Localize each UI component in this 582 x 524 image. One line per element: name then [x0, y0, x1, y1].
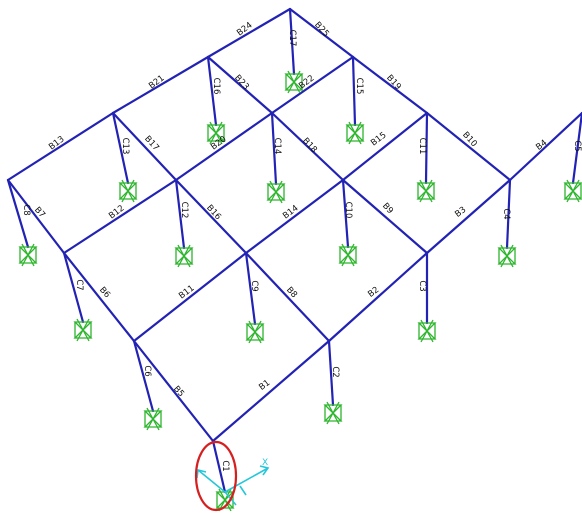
fixed-support-icon: [143, 407, 163, 431]
beam-b10[interactable]: [425, 111, 512, 182]
fixed-support-icon: [417, 319, 437, 343]
column-c7[interactable]: [62, 251, 85, 324]
fixed-support-icon: [266, 180, 286, 204]
beam-b18[interactable]: [270, 111, 345, 182]
beam-label-b21: B21: [147, 73, 166, 91]
beam-b1[interactable]: [211, 339, 331, 443]
beam-label-b19: B19: [384, 73, 403, 92]
y-axis-arrow: [197, 469, 226, 493]
beam-b24[interactable]: [206, 7, 292, 59]
column-c4[interactable]: [505, 178, 512, 250]
fixed-support-icon: [18, 243, 38, 267]
beam-b20[interactable]: [174, 111, 274, 182]
beam-b15[interactable]: [341, 111, 429, 182]
column-label-c16: C16: [211, 78, 221, 95]
beam-b7[interactable]: [6, 178, 66, 255]
column-label-c7: C7: [74, 279, 84, 290]
beam-b16[interactable]: [174, 178, 248, 255]
beam-b19[interactable]: [351, 55, 429, 115]
fixed-support-icon: [323, 401, 343, 425]
column-label-c10: C10: [343, 202, 353, 219]
beam-label-b7: B7: [32, 205, 47, 220]
column-label-c3: C3: [417, 280, 427, 291]
fixed-support-icon: [245, 320, 265, 344]
beam-b23[interactable]: [206, 55, 274, 115]
beam-label-b10: B10: [460, 130, 479, 149]
beams-layer: [6, 7, 582, 443]
x-axis-label: X: [262, 458, 268, 468]
beam-label-b5: B5: [171, 384, 186, 399]
beam-b8[interactable]: [244, 251, 331, 343]
axis-tick-a: [239, 485, 247, 496]
column-label-c17: C17: [287, 30, 297, 47]
column-label-c12: C12: [179, 202, 189, 219]
beam-b11[interactable]: [132, 251, 248, 343]
fixed-support-icon: [345, 121, 365, 145]
column-c12[interactable]: [174, 178, 186, 250]
beam-b12[interactable]: [62, 178, 178, 255]
fixed-support-icon: [563, 179, 582, 203]
beam-b17[interactable]: [111, 111, 178, 182]
column-c5[interactable]: [571, 111, 582, 185]
column-c14[interactable]: [270, 111, 278, 186]
supports-layer: [18, 70, 582, 512]
column-c2[interactable]: [327, 339, 335, 407]
beam-b9[interactable]: [341, 178, 429, 255]
column-c15[interactable]: [351, 55, 357, 127]
column-label-c8: C8: [21, 204, 31, 215]
beam-label-b16: B16: [204, 203, 223, 222]
beam-b4[interactable]: [508, 111, 582, 182]
highlight-column-c1[interactable]: [194, 440, 238, 512]
fixed-support-icon: [73, 318, 93, 342]
fixed-support-icon: [416, 179, 436, 203]
fixed-support-icon: [497, 244, 517, 268]
column-c8[interactable]: [6, 178, 30, 249]
beam-b14[interactable]: [244, 178, 345, 255]
column-label-c9: C9: [249, 280, 259, 291]
fixed-support-icon: [118, 179, 138, 203]
column-c13[interactable]: [111, 111, 130, 185]
fixed-support-icon: [284, 70, 304, 94]
column-c9[interactable]: [244, 251, 257, 326]
beam-b3[interactable]: [425, 178, 512, 255]
column-c11[interactable]: [424, 111, 429, 185]
column-label-c14: C14: [272, 138, 282, 155]
beam-label-b8: B8: [284, 285, 299, 300]
column-label-c6: C6: [142, 365, 152, 376]
beam-label-b23: B23: [232, 73, 251, 92]
fixed-support-icon: [174, 244, 194, 268]
column-label-c1: C1: [220, 460, 230, 471]
beam-b6[interactable]: [62, 251, 136, 343]
column-label-c4: C4: [501, 208, 511, 219]
beam-b13[interactable]: [6, 111, 115, 182]
beam-b5[interactable]: [132, 339, 215, 443]
column-c16[interactable]: [206, 55, 218, 127]
fixed-support-icon: [206, 121, 226, 145]
columns-layer: [6, 7, 582, 494]
beam-b22[interactable]: [270, 55, 355, 115]
beam-label-b2: B2: [366, 285, 381, 300]
x-axis-arrow: [224, 467, 269, 493]
beam-b2[interactable]: [327, 251, 429, 343]
beam-label-b25: B25: [312, 20, 331, 39]
beam-label-b17: B17: [142, 134, 161, 153]
beam-label-b18: B18: [300, 136, 319, 155]
column-c10[interactable]: [341, 178, 350, 249]
column-label-c13: C13: [120, 138, 130, 155]
column-c17[interactable]: [288, 7, 296, 76]
column-label-c11: C11: [417, 138, 427, 155]
beam-b25[interactable]: [288, 7, 355, 59]
beam-label-b4: B4: [534, 138, 549, 153]
beam-b21[interactable]: [111, 55, 210, 115]
column-label-c5: C5: [572, 140, 582, 151]
column-label-c15: C15: [354, 78, 364, 95]
column-c1[interactable]: [211, 439, 227, 494]
column-label-c2: C2: [330, 366, 340, 377]
x-axis-arrowhead: [259, 465, 270, 476]
y-axis-arrowhead: [196, 469, 207, 479]
column-c6[interactable]: [132, 339, 155, 413]
fixed-support-icon: [338, 243, 358, 267]
labels-layer: B1B2B3B4B5B6B7B8B9B10B11B12B13B14B15B16B…: [21, 20, 582, 472]
